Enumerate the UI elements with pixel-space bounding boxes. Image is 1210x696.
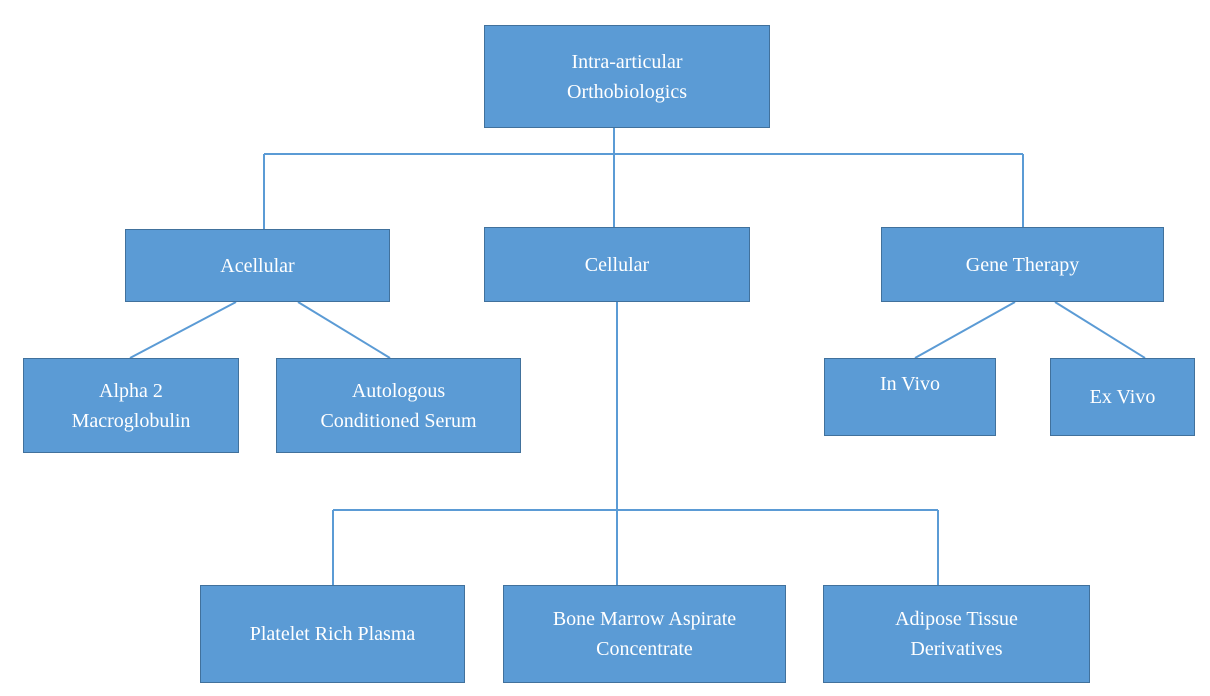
- node-ex-vivo: Ex Vivo: [1050, 358, 1195, 436]
- connector-gene-in-vivo: [914, 301, 1016, 359]
- connector-acellular-acs: [297, 301, 391, 359]
- node-acellular: Acellular: [125, 229, 390, 302]
- node-cellular: Cellular: [484, 227, 750, 302]
- node-gene-therapy: Gene Therapy: [881, 227, 1164, 302]
- connector-acellular-alpha2: [129, 301, 237, 359]
- node-adipose-tissue-derivatives: Adipose Tissue Derivatives: [823, 585, 1090, 683]
- node-bone-marrow-aspirate-concentrate: Bone Marrow Aspirate Concentrate: [503, 585, 786, 683]
- root-node: Intra-articular Orthobiologics: [484, 25, 770, 128]
- node-in-vivo: In Vivo: [824, 358, 996, 436]
- connector-gene-ex-vivo: [1054, 301, 1146, 359]
- node-autologous-conditioned-serum: Autologous Conditioned Serum: [276, 358, 521, 453]
- node-alpha2-macroglobulin: Alpha 2 Macroglobulin: [23, 358, 239, 453]
- node-platelet-rich-plasma: Platelet Rich Plasma: [200, 585, 465, 683]
